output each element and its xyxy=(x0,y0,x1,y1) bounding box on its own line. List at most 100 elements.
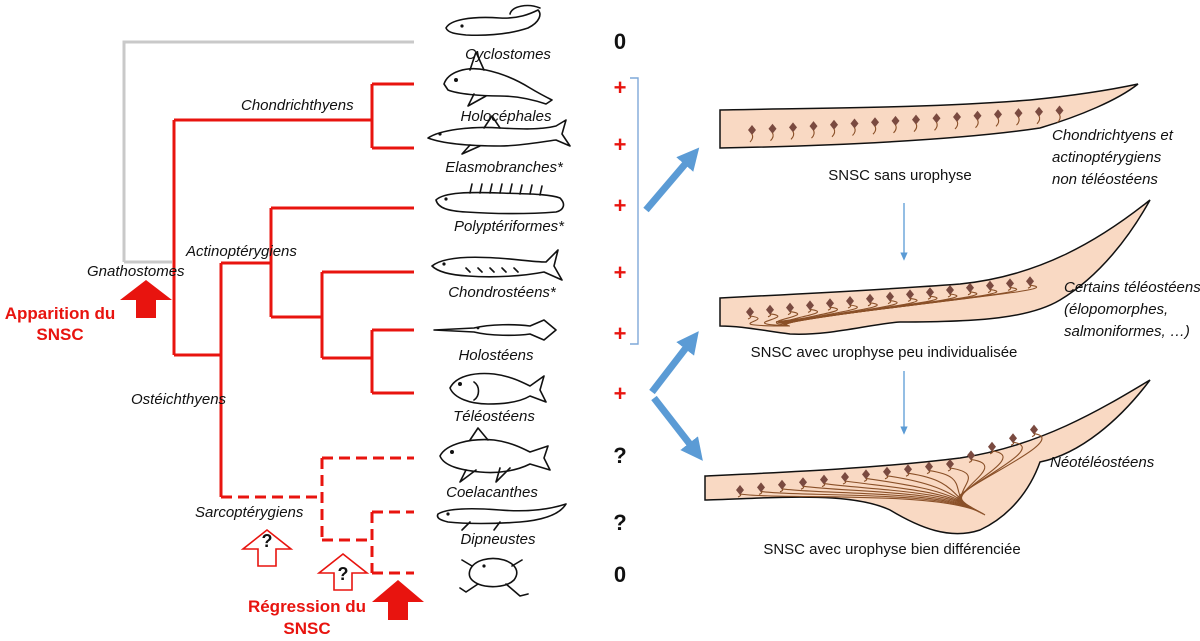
neuron-cell xyxy=(891,115,900,126)
phylogenetic-tree: Chondrichthyens Actinoptérygiens Gnathos… xyxy=(5,40,424,638)
neuron-cell xyxy=(768,123,777,134)
neuron-cell xyxy=(932,113,941,124)
presence-mark: + xyxy=(614,321,627,346)
presence-mark: 0 xyxy=(614,562,626,587)
cyclostome-branch xyxy=(122,40,414,264)
neuron-axon xyxy=(1057,114,1061,123)
neuron-cell xyxy=(841,472,849,482)
carp-icon xyxy=(449,372,547,405)
frog-icon xyxy=(459,557,529,597)
taxon-label: Polyptériformes* xyxy=(454,218,565,235)
uncertain-arrow-dipneustes: ? xyxy=(316,552,370,591)
panel-caption: SNSC sans urophyse xyxy=(828,167,971,184)
axon-fiber xyxy=(775,284,1038,323)
neuron-cell xyxy=(1006,278,1014,289)
tail-shape xyxy=(719,199,1151,335)
neuron-cell xyxy=(953,112,961,122)
neuron-cell xyxy=(1055,105,1064,116)
clade-label-osteichthyens: Ostéichthyens xyxy=(131,391,227,408)
neuron-axon xyxy=(787,311,792,316)
neuron-cell xyxy=(926,287,934,298)
group-label-line: salmoniformes, …) xyxy=(1064,323,1190,340)
neuron-axon xyxy=(926,470,931,475)
axon-fiber xyxy=(956,433,1043,502)
apparition-label-line1: Apparition du xyxy=(5,304,115,323)
group-label-line: (élopomorphes, xyxy=(1064,301,1168,318)
neuron-cell xyxy=(994,109,1002,120)
neuron-axon xyxy=(790,131,795,140)
neuron-axon xyxy=(842,480,847,485)
neuron-cell xyxy=(799,477,807,488)
taxon-label: Coelacanthes xyxy=(446,484,538,501)
taxon-label: Chondrostéens* xyxy=(448,284,557,301)
panel-caption: SNSC avec urophyse bien différenciée xyxy=(763,541,1020,558)
presence-mark: + xyxy=(614,381,627,406)
presence-marks: 0 + + + + + + ? ? 0 xyxy=(613,29,626,587)
arrow-to-panel-2 xyxy=(649,331,699,395)
neuron-cell xyxy=(904,464,912,475)
neuron-axon xyxy=(1007,286,1012,291)
neuron-cell xyxy=(883,466,891,477)
neuron-cell xyxy=(789,122,797,133)
question-mark: ? xyxy=(262,531,273,551)
neuron-cell xyxy=(830,119,838,130)
neuron-cell xyxy=(820,474,828,485)
tail-shape xyxy=(719,83,1139,149)
panel-caption: SNSC avec urophyse peu individualisée xyxy=(751,344,1018,361)
neuron-axon xyxy=(975,119,979,129)
neuron-cell xyxy=(967,450,975,461)
neuron-axon xyxy=(758,490,763,495)
axon-fiber xyxy=(949,467,969,506)
neuron-cell xyxy=(809,121,818,132)
group-label-line: actinoptérygiens xyxy=(1052,149,1162,166)
arrow-to-panel-1 xyxy=(643,147,700,213)
lungfish-icon xyxy=(436,503,567,531)
taxon-label: Holostéens xyxy=(458,347,534,364)
neuron-axon xyxy=(887,300,892,305)
neuron-axon xyxy=(884,475,889,480)
neuron-axon xyxy=(907,297,912,302)
neuron-axon xyxy=(800,485,805,490)
arrow-to-panel-3 xyxy=(651,395,703,461)
gnathostome-branches xyxy=(172,82,414,497)
presence-mark: 0 xyxy=(614,29,626,54)
neuron-axon xyxy=(779,488,784,493)
neuron-cell xyxy=(986,280,994,291)
presence-mark: + xyxy=(614,193,627,218)
axon-fiber xyxy=(781,488,982,514)
taxon-label: Dipneustes xyxy=(460,531,536,548)
neuron-cell xyxy=(746,307,754,317)
bichir-icon xyxy=(435,183,565,215)
neuron-axon xyxy=(934,122,938,131)
taxon-labels: Cyclostomes Holocéphales Elasmobranches*… xyxy=(445,46,565,548)
neuron-cell xyxy=(736,485,744,495)
gar-icon xyxy=(433,319,557,341)
neuron-cell xyxy=(925,461,933,472)
taxon-label: Elasmobranches* xyxy=(445,159,564,176)
neuron-row xyxy=(736,424,1038,498)
neuron-axon xyxy=(770,132,774,142)
neuron-cell xyxy=(1035,106,1043,117)
clade-label-gnathostomes: Gnathostomes xyxy=(87,263,185,280)
neuron-axon xyxy=(811,129,815,139)
taxon-label: Téléostéens xyxy=(453,408,535,425)
neuron-cell xyxy=(946,459,954,469)
neuron-axon xyxy=(927,295,932,300)
neuron-axon xyxy=(989,450,994,455)
neuron-cell xyxy=(806,300,814,311)
axon-fiber xyxy=(760,490,984,515)
neuron-cell xyxy=(1026,276,1034,287)
regression-label-line2: SNSC xyxy=(283,619,330,638)
neuron-cell xyxy=(988,441,996,452)
regression-arrow-icon xyxy=(372,580,424,620)
fiber-bundle xyxy=(739,433,1043,516)
group-label-line: Chondrichtyens et xyxy=(1052,127,1174,144)
neuron-cell xyxy=(846,296,854,306)
neuron-cell xyxy=(786,302,794,313)
group-label-line: Néotéléostéens xyxy=(1050,454,1155,471)
axon-fiber xyxy=(775,311,799,326)
neuron-cell xyxy=(906,289,914,300)
neuron-axon xyxy=(847,304,852,309)
tail-panel-2: SNSC avec urophyse peu individualisée Ce… xyxy=(719,199,1200,361)
neuron-cell xyxy=(1009,433,1017,444)
